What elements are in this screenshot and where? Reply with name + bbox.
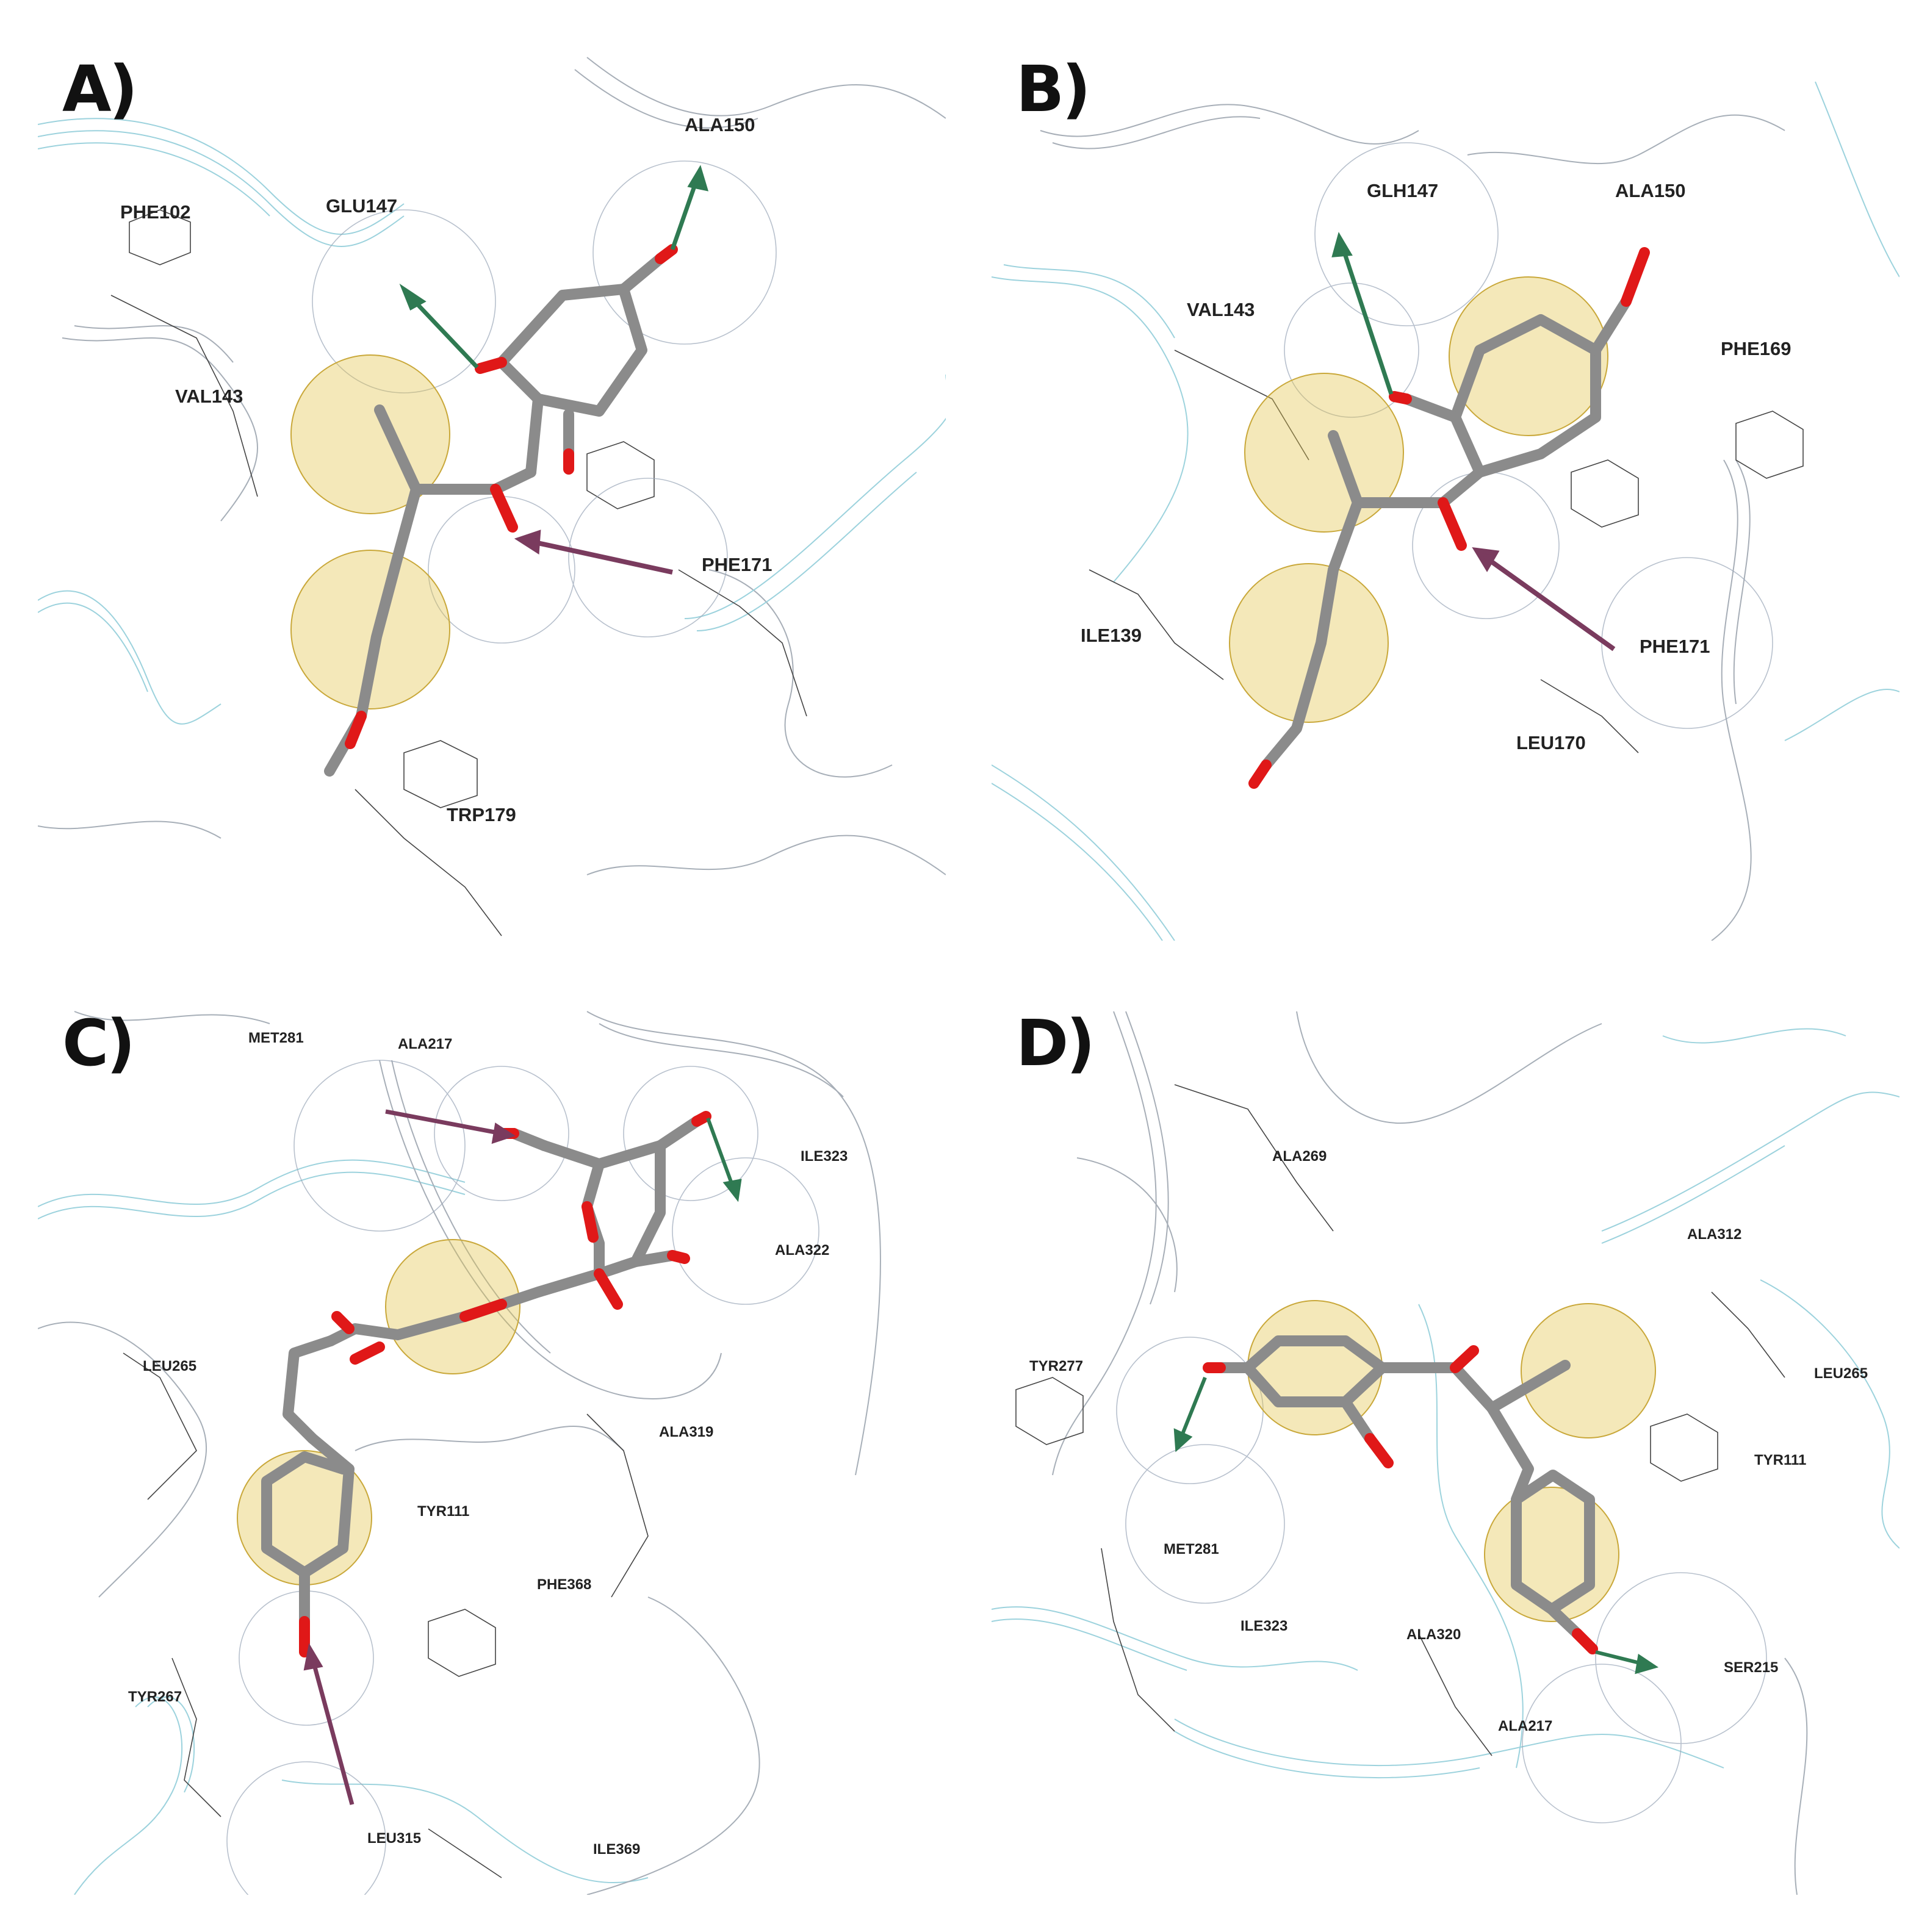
residue-label-val143: VAL143 xyxy=(175,386,243,407)
ligand-a xyxy=(324,244,678,777)
residue-label-met281: MET281 xyxy=(1164,1541,1219,1557)
residue-label-tyr111: TYR111 xyxy=(1754,1452,1807,1468)
residue-label-leu315: LEU315 xyxy=(367,1830,422,1847)
residue-label-leu265: LEU265 xyxy=(1814,1365,1868,1382)
panel-d: D) ALA269 ALA312 TYR277 LEU265 TYR111 ME… xyxy=(992,987,1899,1895)
residue-label-phe171: PHE171 xyxy=(1640,636,1710,657)
hbond-donor-arrows xyxy=(1173,1376,1659,1675)
residue-label-val143: VAL143 xyxy=(1187,299,1255,320)
residue-label-phe102: PHE102 xyxy=(120,201,191,223)
panel-d-letter: D) xyxy=(1016,1006,1095,1080)
residue-label-ile323: ILE323 xyxy=(1240,1618,1288,1634)
residue-label-glu147: GLU147 xyxy=(326,195,398,217)
residue-label-tyr277: TYR277 xyxy=(1029,1358,1084,1374)
residue-label-glh147: GLH147 xyxy=(1367,180,1439,201)
residue-wireframes xyxy=(123,1352,649,1878)
residue-label-ala269: ALA269 xyxy=(1272,1148,1327,1165)
panel-c-drawing xyxy=(38,1011,881,1895)
residue-label-ile139: ILE139 xyxy=(1081,625,1142,646)
residue-label-tyr267: TYR267 xyxy=(128,1689,182,1705)
hbond-donor-arrows xyxy=(399,165,709,369)
residue-wireframes xyxy=(1089,350,1804,753)
panel-b: B) GLH147 ALA150 VAL143 PHE169 ILE139 PH… xyxy=(992,33,1899,941)
residue-label-trp179: TRP179 xyxy=(447,804,516,825)
panel-a: A) ALA150 PHE102 GLU147 VAL143 PHE171 TR… xyxy=(38,33,946,941)
residue-wireframes xyxy=(1015,1084,1785,1756)
hbond-donor-arrows xyxy=(706,1117,742,1202)
residue-label-ala322: ALA322 xyxy=(775,1242,830,1259)
ligand-c xyxy=(261,1111,711,1657)
residue-label-ile323: ILE323 xyxy=(801,1148,848,1165)
hydrophobic-features xyxy=(237,1239,520,1585)
residue-label-ile369: ILE369 xyxy=(593,1841,641,1858)
ligand-b xyxy=(1248,247,1650,789)
residue-wireframes xyxy=(110,209,807,936)
residue-label-ala217: ALA217 xyxy=(1498,1718,1553,1734)
residue-label-ala319: ALA319 xyxy=(659,1424,714,1440)
residue-label-phe368: PHE368 xyxy=(537,1576,592,1593)
residue-label-ala150: ALA150 xyxy=(685,114,755,135)
hbond-acceptor-arrows xyxy=(514,530,673,575)
residue-label-leu170: LEU170 xyxy=(1516,732,1586,753)
protein-mesh xyxy=(38,1011,881,1895)
residue-label-phe171: PHE171 xyxy=(702,554,772,575)
residue-label-ala150: ALA150 xyxy=(1615,180,1686,201)
panel-a-letter: A) xyxy=(62,52,138,126)
residue-label-tyr111: TYR111 xyxy=(417,1503,470,1520)
hbond-acceptor-arrows xyxy=(1472,547,1616,652)
ligand-d xyxy=(1203,1335,1598,1654)
protein-mesh xyxy=(38,57,946,875)
panel-a-drawing xyxy=(38,57,946,936)
protein-mesh xyxy=(992,1011,1899,1895)
residue-label-ala217: ALA217 xyxy=(398,1036,453,1052)
hbond-donor-arrows xyxy=(1331,232,1394,395)
hydrophobic-features xyxy=(1229,276,1608,723)
hbond-acceptor-arrows xyxy=(303,1109,516,1805)
panel-b-drawing xyxy=(992,81,1899,941)
residue-label-ala320: ALA320 xyxy=(1406,1626,1461,1643)
protein-mesh xyxy=(992,81,1899,941)
residue-label-ala312: ALA312 xyxy=(1687,1226,1742,1243)
residue-label-leu265: LEU265 xyxy=(143,1358,197,1374)
panel-c-letter: C) xyxy=(62,1006,135,1080)
residue-label-met281: MET281 xyxy=(248,1030,304,1046)
panel-b-letter: B) xyxy=(1016,52,1091,126)
residue-label-ser215: SER215 xyxy=(1724,1659,1779,1676)
panel-c: C) MET281 ALA217 ILE323 ALA322 LEU265 AL… xyxy=(38,987,946,1895)
residue-label-phe169: PHE169 xyxy=(1721,338,1791,359)
panel-d-drawing xyxy=(992,1011,1899,1895)
